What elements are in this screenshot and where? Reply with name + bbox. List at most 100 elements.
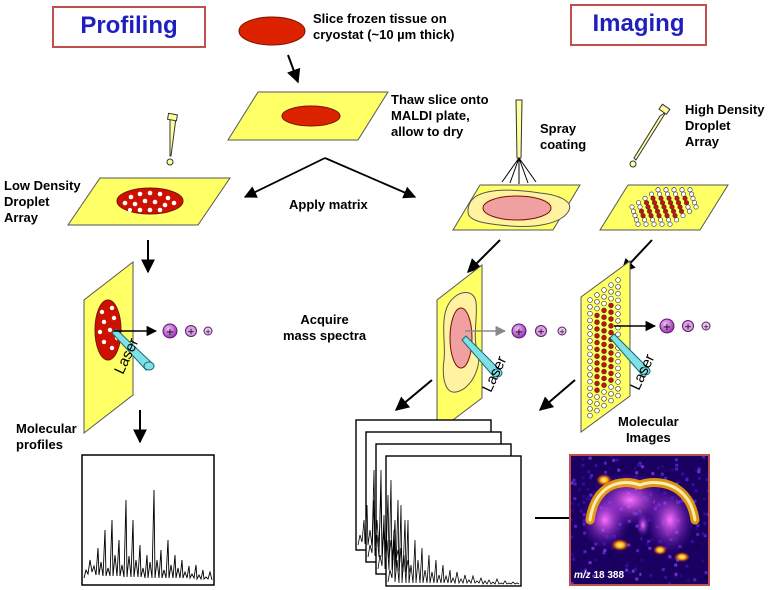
droplet — [608, 363, 614, 370]
droplet — [641, 217, 647, 223]
image-pixel — [633, 580, 637, 584]
image-pixel — [639, 537, 643, 541]
molecular-image — [570, 455, 709, 585]
droplet — [659, 200, 665, 206]
image-pixel — [705, 465, 709, 469]
droplet — [594, 367, 600, 373]
image-pixel — [699, 537, 703, 541]
droplet — [654, 208, 660, 214]
image-pixel — [577, 502, 581, 506]
droplet — [686, 208, 692, 214]
image-pixel — [609, 455, 613, 459]
droplet — [601, 362, 607, 368]
droplet — [594, 333, 600, 339]
droplet — [642, 195, 648, 201]
image-pixel — [588, 456, 592, 460]
droplet — [594, 305, 600, 312]
image-pixel — [581, 463, 585, 467]
image-pixel — [594, 464, 598, 468]
image-pixel — [704, 558, 708, 562]
droplet — [615, 331, 621, 338]
droplet — [674, 195, 680, 201]
image-pixel — [695, 544, 699, 548]
image-pixel — [625, 568, 629, 572]
droplet — [601, 368, 607, 375]
image-pixel — [671, 468, 675, 472]
image-pixel — [631, 466, 635, 470]
ions-left: + + + — [162, 323, 213, 339]
svg-text:+: + — [663, 322, 671, 333]
image-pixel — [674, 458, 678, 462]
droplet — [587, 399, 593, 405]
droplet — [601, 287, 607, 293]
image-pixel — [664, 476, 668, 480]
image-pixel — [582, 500, 586, 504]
image-pixel — [640, 558, 644, 562]
arrow-spray-to-spectra — [394, 379, 433, 411]
mz-label: m/z — [574, 570, 591, 581]
droplet — [638, 208, 644, 214]
image-pixel — [701, 494, 705, 498]
droplet — [648, 213, 654, 219]
image-pixel — [570, 582, 574, 585]
image-pixel — [660, 472, 664, 476]
image-pixel — [617, 468, 621, 472]
droplet — [608, 302, 614, 309]
droplet — [680, 191, 686, 197]
droplet — [594, 312, 600, 319]
image-pixel — [656, 466, 660, 470]
image-pixel — [690, 540, 694, 544]
droplet — [667, 221, 673, 227]
droplet — [594, 360, 600, 366]
droplet — [587, 304, 593, 310]
svg-text:+: + — [537, 328, 545, 338]
droplet — [653, 204, 659, 210]
droplet — [587, 317, 593, 324]
image-pixel — [674, 563, 678, 567]
droplet — [672, 191, 678, 197]
image-pixel — [570, 481, 574, 485]
droplet — [615, 297, 621, 304]
spray-nozzle — [501, 99, 537, 184]
image-pixel — [663, 579, 667, 583]
frozen-tissue-slice — [238, 16, 306, 46]
droplet — [675, 200, 681, 206]
ions-spray: + + + — [511, 323, 567, 339]
image-pixel — [586, 487, 590, 491]
image-pixel — [570, 484, 574, 488]
droplet — [601, 402, 607, 409]
image-pixel — [573, 482, 577, 486]
droplet — [632, 213, 638, 219]
droplet — [601, 341, 607, 348]
arrow-spray-to-vertical — [467, 239, 501, 273]
image-pixel — [691, 483, 695, 487]
droplet — [608, 323, 614, 329]
droplet — [594, 373, 600, 380]
droplet — [666, 195, 672, 201]
image-pixel — [636, 549, 640, 553]
image-pixel — [675, 463, 679, 467]
title-profiling: Profiling — [52, 6, 206, 48]
image-pixel — [641, 572, 645, 576]
image-pixel — [631, 464, 635, 468]
droplet — [601, 382, 607, 388]
image-pixel — [686, 579, 690, 583]
droplet — [587, 310, 593, 317]
droplet — [594, 394, 600, 400]
image-pixel — [695, 468, 699, 472]
droplet — [615, 290, 621, 297]
droplet — [693, 204, 699, 210]
droplet — [587, 412, 593, 419]
image-pixel — [582, 494, 586, 498]
image-pixel — [649, 573, 653, 577]
image-pixel — [581, 476, 585, 480]
droplet — [601, 334, 607, 341]
image-pixel — [695, 527, 699, 531]
droplet — [615, 318, 621, 324]
droplet — [601, 300, 607, 307]
droplet — [671, 187, 677, 193]
droplet — [683, 200, 689, 206]
droplet — [594, 292, 600, 298]
image-pixel — [573, 497, 577, 501]
image-pixel — [663, 462, 667, 466]
